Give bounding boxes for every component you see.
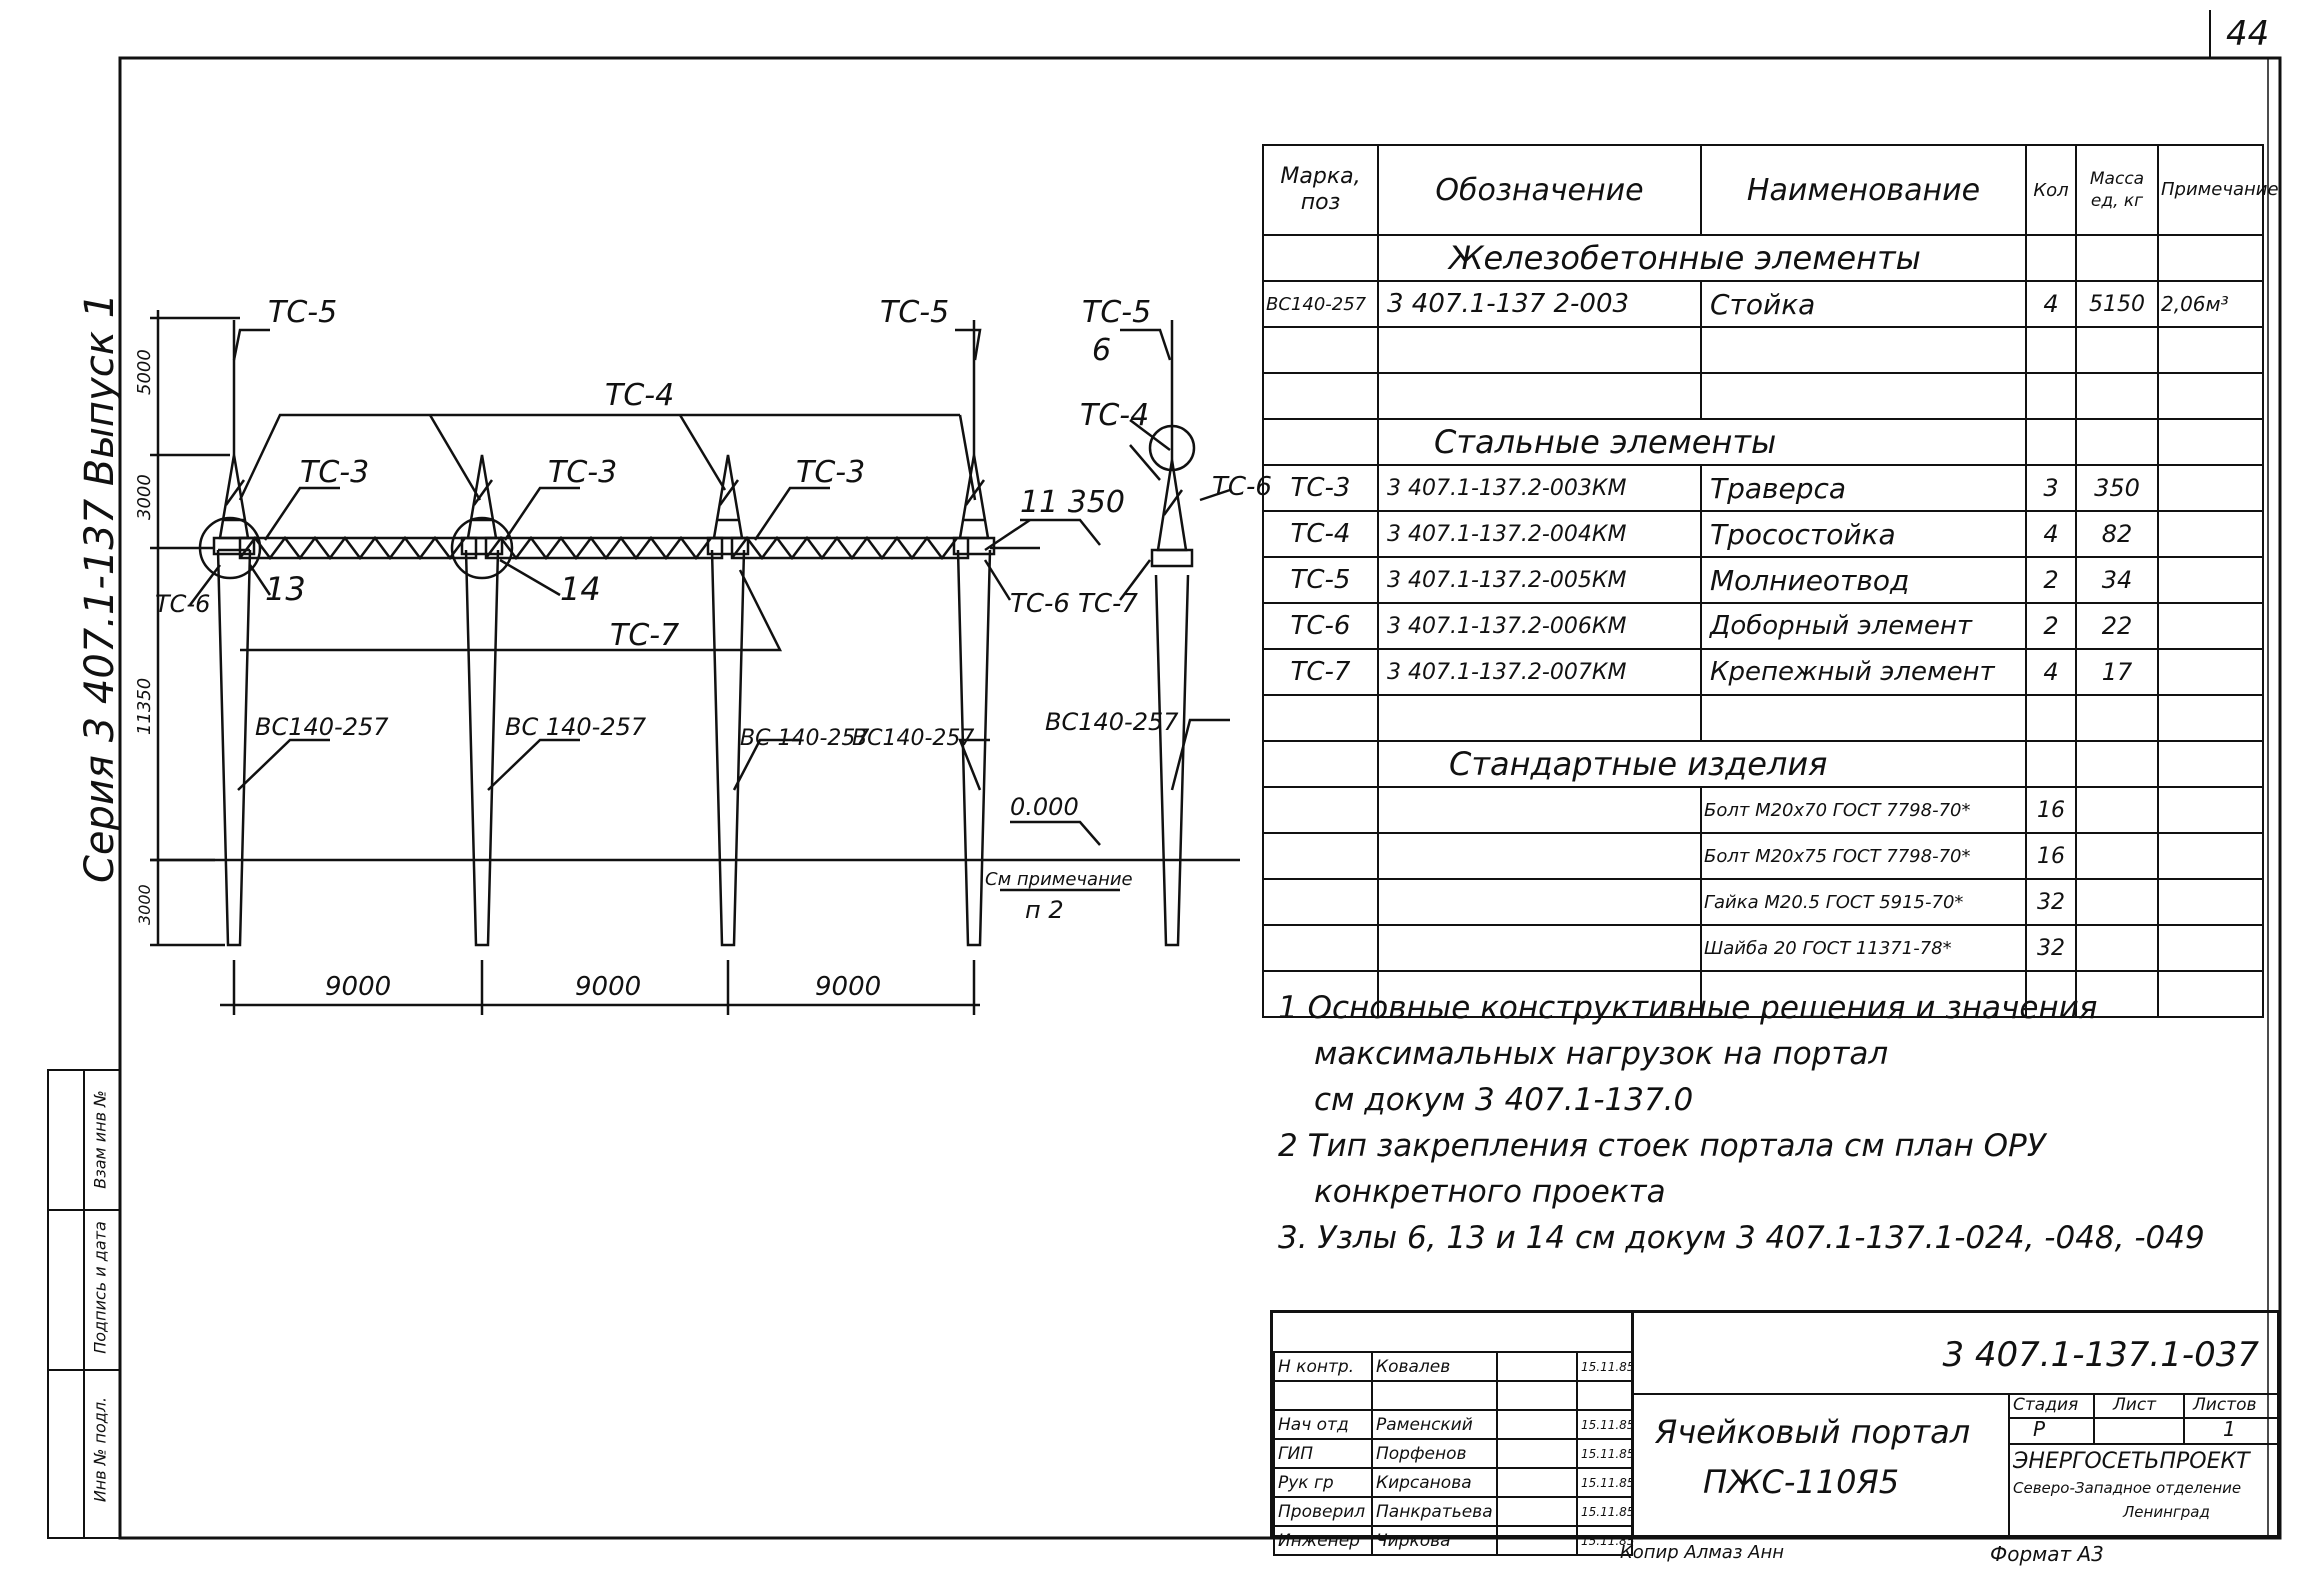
label-tc6-right: ТС-6 — [1212, 472, 1272, 502]
label-node6: 6 — [1092, 333, 1111, 368]
label-tc5-a: ТС-5 — [268, 295, 337, 330]
table-row: Болт М20х75 ГОСТ 7798-70*16 — [1262, 832, 2264, 880]
note-line: конкретного проекта — [1314, 1174, 1666, 1210]
dim-span-3: 9000 — [815, 972, 881, 1002]
stamp-inv: Инв № подл. — [90, 1396, 110, 1503]
label-tc5-b: ТС-5 — [880, 295, 949, 330]
stage-header: Стадия — [2013, 1395, 2079, 1415]
dim-span-2: 9000 — [575, 972, 641, 1002]
hdr-code: Обозначение — [1377, 144, 1702, 236]
table-row: Гайка М20.5 ГОСТ 5915-70*32 — [1262, 878, 2264, 926]
hdr-note: Примечание — [2157, 144, 2279, 236]
spec-table: Марка, поз Обозначение Наименование Кол … — [1262, 144, 2279, 1018]
sheets-header: Листов — [2193, 1395, 2257, 1415]
label-tc3-c: ТС-3 — [796, 455, 865, 490]
label-tc3-b: ТС-3 — [548, 455, 617, 490]
column-5 — [1154, 574, 1190, 947]
sheets-value: 1 — [2223, 1417, 2236, 1441]
label-tc7-b: ТС-7 — [610, 618, 679, 653]
title-line1: Ячейковый портал — [1655, 1413, 1971, 1451]
hdr-mass: Масса ед, кг — [2075, 144, 2159, 236]
label-see-note-p: п 2 — [1025, 896, 1064, 924]
dim-3000-b: 3000 — [135, 884, 154, 925]
label-tc7-a: ТС-7 — [1078, 589, 1138, 619]
label-tc6-mid: ТС-6 — [1010, 589, 1070, 619]
label-see-note: См примечание — [985, 869, 1133, 890]
label-tc5-c: ТС-5 — [1082, 295, 1151, 330]
org-city: Ленинград — [2123, 1503, 2210, 1521]
stage-value: Р — [2033, 1417, 2046, 1441]
column-2 — [464, 549, 500, 947]
label-tc4-a: ТС-4 — [605, 378, 674, 413]
truss-beam — [238, 535, 970, 561]
note-line: 3. Узлы 6, 13 и 14 см докум 3 407.1-137.… — [1278, 1220, 2205, 1256]
column-1 — [216, 548, 252, 947]
label-tc3-a: ТС-3 — [300, 455, 369, 490]
label-col-1: ВС140-257 — [255, 713, 389, 741]
copy-note: Копир Алмаз Анн — [1620, 1542, 1784, 1563]
label-elev-top: 11 350 — [1020, 485, 1125, 520]
label-col-3: ВС 140-257 — [740, 726, 869, 751]
dim-span-1: 9000 — [325, 972, 391, 1002]
label-col-4: ВС140-257 — [852, 726, 974, 751]
sec-steel: Стальные элементы — [1377, 418, 2027, 466]
table-row: Болт М20х70 ГОСТ 7798-70*16 — [1262, 786, 2264, 834]
dim-11350: 11350 — [134, 678, 155, 735]
stamp-repl: Взам инв № — [90, 1090, 110, 1189]
stamp-sign: Подпись и дата — [90, 1221, 110, 1354]
table-row: ВС140-257 3 407.1-137 2-003 Стойка 4 515… — [1262, 280, 2264, 328]
sheet-header: Лист — [2113, 1395, 2157, 1415]
label-elev-zero: 0.000 — [1010, 793, 1079, 821]
label-col-2: ВС 140-257 — [505, 713, 647, 741]
doc-code: 3 407.1-137.1-037 — [1942, 1335, 2259, 1375]
spec-header-row: Марка, поз Обозначение Наименование Кол … — [1262, 144, 2279, 236]
notes-block: 1 Основные конструктивные решения и знач… — [1278, 985, 2205, 1261]
hdr-name: Наименование — [1700, 144, 2027, 236]
hdr-qty: Кол — [2025, 144, 2077, 236]
sec-std: Стандартные изделия — [1377, 740, 2027, 788]
org-branch: Северо-Западное отделение — [2013, 1479, 2242, 1497]
format-note: Формат А3 — [1990, 1542, 2104, 1566]
hdr-mark: Марка, поз — [1262, 144, 1379, 236]
portal-drawing: ТС-5 ТС-5 ТС-5 6 ТС-4 ТС-4 ТС-3 ТС-3 ТС-… — [134, 295, 1272, 1015]
label-col-5: ВС140-257 — [1045, 708, 1179, 736]
table-row: Шайба 20 ГОСТ 11371-78*32 — [1262, 924, 2264, 972]
label-tc4-b: ТС-4 — [1080, 398, 1149, 433]
label-node13: 13 — [265, 570, 306, 608]
sec-rc: Железобетонные элементы — [1377, 234, 2027, 282]
label-tc6-left: ТС-6 — [155, 590, 210, 618]
note-line: 1 Основные конструктивные решения и знач… — [1278, 990, 2098, 1026]
dim-5000: 5000 — [134, 349, 155, 395]
label-node14: 14 — [560, 570, 601, 608]
title-line2: ПЖС-110Я5 — [1703, 1463, 1900, 1501]
note-line: см докум 3 407.1-137.0 — [1314, 1082, 1694, 1118]
note-line: 2 Тип закрепления стоек портала см план … — [1278, 1128, 2046, 1164]
dim-3000: 3000 — [134, 474, 155, 520]
column-3 — [710, 549, 746, 947]
note-line: максимальных нагрузок на портал — [1314, 1036, 1889, 1072]
org-name: ЭНЕРГОСЕТЬПРОЕКТ — [2013, 1449, 2250, 1474]
sheet-number: 44 — [2226, 14, 2270, 54]
